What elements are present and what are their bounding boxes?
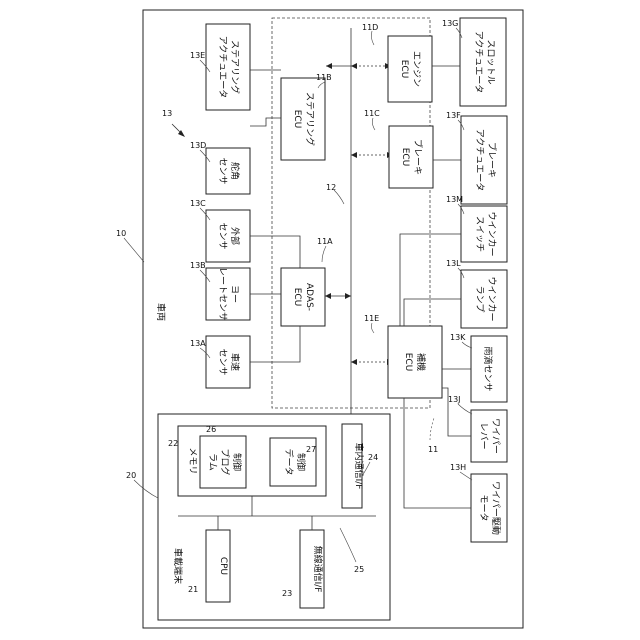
device-steering-sensor: 舵角 センサ [206, 148, 250, 194]
external-sensor-line1: 外部 [229, 227, 241, 245]
device-speed-sensor: 車速 センサ [206, 336, 250, 388]
device-wiper-motor: ワイパー駆動 モータ [471, 474, 507, 542]
program-line3: ラム [207, 453, 218, 471]
cpu-ref: 21 [188, 585, 198, 594]
terminal-bus-ref: 25 [354, 565, 364, 574]
turn-switch-line1: ウインカー [486, 211, 497, 256]
brake-ecu: ブレーキ ECU [389, 126, 433, 188]
steering-ecu: ステアリング ECU [281, 78, 325, 160]
rain-sensor-line1: 雨滴センサ [482, 346, 494, 391]
throttle-actuator-line1: スロットル [485, 39, 495, 84]
brake-ecu-ref: 11C [364, 109, 380, 118]
rain-sensor-ref: 13K [450, 333, 466, 342]
can-if-ref: 24 [368, 453, 378, 462]
wiper-lever-line2: レバー [478, 422, 489, 449]
engine-ecu-ref: 11D [362, 23, 378, 32]
engine-ecu-line1: エンジン [411, 51, 421, 87]
body-ecu-line1: 補機 [415, 353, 427, 371]
data-line1: 制御 [295, 453, 307, 471]
wiper-motor-ref: 13H [450, 463, 466, 472]
body-ecu: 補機 ECU [388, 326, 442, 398]
speed-sensor-line1: 車速 [229, 353, 241, 371]
speed-sensor-line2: センサ [217, 348, 228, 375]
data-ref: 27 [306, 445, 316, 454]
device-throttle-actuator: スロットル アクチュエータ [460, 18, 506, 106]
steering-sensor-line2: センサ [217, 157, 228, 184]
device-turn-switch: ウインカー スイッチ [461, 206, 507, 262]
vehicle-label: 車両 [155, 303, 167, 321]
cpu-label: CPU [218, 557, 228, 575]
control-data-block: 制御 データ 27 [270, 438, 316, 486]
steering-actuator-line1: ステアリング [229, 40, 241, 94]
yaw-sensor-line1: ヨー [229, 285, 239, 303]
turn-lamp-ref: 13L [446, 259, 461, 268]
engine-ecu-line2: ECU [399, 60, 409, 79]
brake-actuator-line2: アクチュエータ [474, 129, 485, 192]
steering-ecu-line2: ECU [292, 110, 302, 129]
throttle-actuator-line2: アクチュエータ [473, 31, 484, 94]
device-brake-actuator: ブレーキ アクチュエータ [461, 116, 507, 204]
memory-label: メモリ [187, 447, 197, 474]
adas-ecu-line2: ECU [292, 288, 302, 307]
steering-ecu-line1: ステアリング [304, 92, 316, 146]
ecu-group-ref: 11 [428, 445, 438, 454]
turn-lamp-line2: ランプ [474, 286, 485, 313]
brake-ecu-line2: ECU [400, 148, 410, 167]
turn-lamp-line1: ウインカー [486, 276, 497, 321]
body-ecu-line2: ECU [403, 353, 413, 372]
yaw-sensor-ref: 13B [190, 261, 206, 270]
system-ref: 13 [162, 109, 172, 118]
steering-actuator-line2: アクチュエータ [217, 36, 228, 99]
steering-actuator-ref: 13E [190, 51, 205, 60]
turn-switch-ref: 13M [446, 195, 463, 204]
external-sensor-ref: 13C [190, 199, 206, 208]
data-line2: データ [283, 448, 295, 475]
adas-ecu: ADAS- ECU [281, 268, 325, 326]
yaw-sensor-line2: レートセンサ [217, 267, 228, 321]
wireless-if-ref: 23 [282, 589, 292, 598]
adas-ecu-line1: ADAS- [304, 283, 314, 311]
can-if-label: 車内通信I/F [353, 443, 365, 490]
brake-actuator-line1: ブレーキ [486, 142, 498, 178]
steering-ecu-ref: 11B [316, 73, 332, 82]
brake-ecu-line1: ブレーキ [412, 139, 424, 175]
engine-ecu: エンジン ECU [388, 36, 432, 102]
device-rain-sensor: 雨滴センサ [471, 336, 507, 402]
turn-switch-line2: スイッチ [474, 216, 485, 252]
device-steering-actuator: ステアリング アクチュエータ [206, 24, 250, 110]
program-line2: プログ [219, 448, 231, 475]
wiper-motor-line2: モータ [478, 494, 489, 521]
device-yaw-sensor: ヨー レートセンサ [206, 267, 250, 321]
wireless-if-label: 無線通信I/F [312, 546, 324, 593]
brake-actuator-ref: 13F [446, 111, 461, 120]
speed-sensor-ref: 13A [190, 339, 206, 348]
terminal-ref: 20 [126, 471, 136, 480]
vehicle-ref: 10 [116, 229, 126, 238]
external-sensor-line2: センサ [217, 222, 228, 249]
body-ecu-ref: 11E [364, 314, 379, 323]
wiper-motor-line1: ワイパー駆動 [490, 481, 501, 535]
adas-ecu-ref: 11A [317, 237, 333, 246]
device-wiper-lever: ワイパー レバー [471, 410, 507, 462]
device-external-sensor: 外部 センサ [206, 210, 250, 262]
device-turn-lamp: ウインカー ランプ [461, 270, 507, 328]
steering-sensor-line1: 舵角 [229, 162, 241, 180]
steering-sensor-ref: 13D [190, 141, 206, 150]
throttle-actuator-ref: 13G [442, 19, 458, 28]
program-line1: 制御 [231, 453, 243, 471]
wiper-lever-ref: 13J [448, 395, 461, 404]
memory-ref: 22 [168, 439, 178, 448]
wiper-lever-line1: ワイパー [490, 418, 501, 454]
program-ref: 26 [206, 425, 216, 434]
terminal-label: 車載端末 [172, 548, 184, 584]
